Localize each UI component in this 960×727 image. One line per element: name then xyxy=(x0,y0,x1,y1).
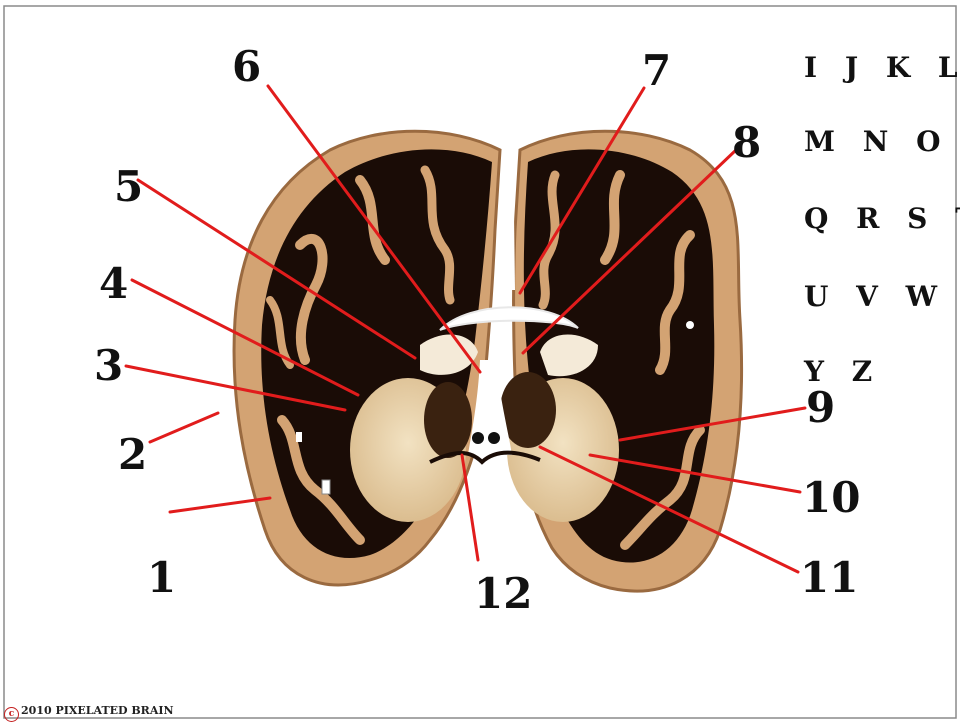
label-5: 5 xyxy=(114,166,143,208)
copyright-text: 2010 PIXELATED BRAIN xyxy=(21,704,174,717)
label-4: 4 xyxy=(99,263,128,305)
label-2: 2 xyxy=(118,434,147,476)
label-11: 11 xyxy=(800,557,858,599)
mammillary-right xyxy=(488,432,500,444)
label-3: 3 xyxy=(94,345,123,387)
label-1: 1 xyxy=(147,557,176,599)
answer-row-5: Y Z xyxy=(804,358,881,386)
label-9: 9 xyxy=(806,387,835,429)
label-10: 10 xyxy=(802,477,860,519)
left-caudate-dark xyxy=(424,382,472,458)
answer-row-2: M N O P xyxy=(804,128,960,156)
speck-2 xyxy=(322,480,330,494)
answer-row-1: I J K L xyxy=(804,54,960,82)
longitudinal-fissure xyxy=(510,140,512,290)
copyright-icon: c xyxy=(4,707,19,722)
label-6: 6 xyxy=(232,46,261,88)
mammillary-left xyxy=(472,432,484,444)
speck-1 xyxy=(296,432,302,442)
label-12: 12 xyxy=(474,573,532,615)
answer-row-4: U V W X xyxy=(804,283,960,311)
speck-3 xyxy=(686,321,694,329)
answer-row-3: Q R S T xyxy=(804,205,960,233)
label-7: 7 xyxy=(642,50,671,92)
label-8: 8 xyxy=(732,122,761,164)
